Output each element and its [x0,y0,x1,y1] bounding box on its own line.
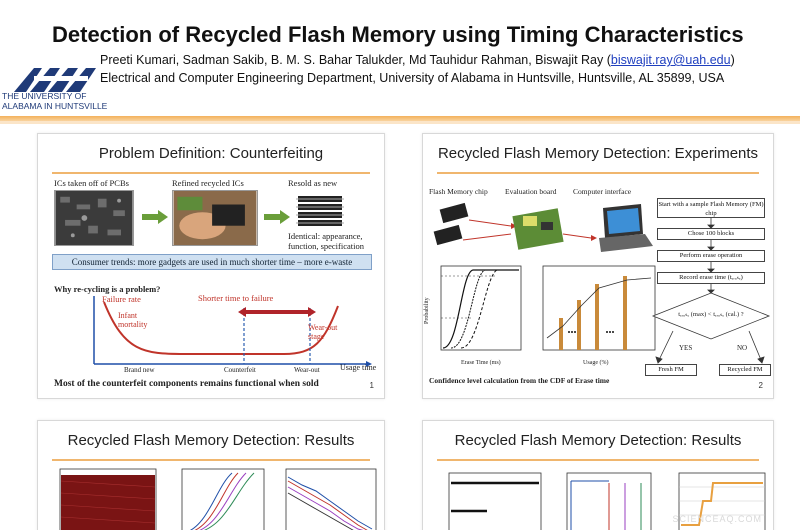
caption-identical: Identical: appearance, [288,231,363,241]
chip-stack-icon [296,196,344,226]
watermark: SCIENCEAQ.COM [672,514,762,524]
header-divider [0,116,800,121]
mortality-label: mortality [118,320,148,329]
panel-title-underline [437,172,759,174]
flow-decision: tₑᵣₐₛₑ (max) < tₑᵣₐₛₑ (cal.) ? [678,311,744,318]
results-chart-6 [678,472,766,530]
stage-label: stage [308,332,325,341]
panel-experiments: Recycled Flash Memory Detection: Experim… [422,133,774,399]
probability-axis-label: Probability [424,297,430,324]
panel-title: Recycled Flash Memory Detection: Experim… [437,145,759,162]
results-chart-4 [448,472,542,530]
experiment-setup-illustration [433,202,653,252]
decision-yes: YES [679,344,693,352]
confidence-level-chart [542,265,656,351]
panel-problem-definition: Problem Definition: Counterfeiting ICs t… [37,133,385,399]
logo-text-line2: ALABAMA IN HUNTSVILLE [2,101,108,111]
panel-title-underline [52,459,370,461]
slide-number: 1 [369,381,374,390]
confidence-caption: Confidence level calculation from the CD… [429,376,610,385]
brand-new-label: Brand new [124,366,155,374]
results-chart-5 [566,472,652,530]
refined-ics-photo [172,190,258,246]
erase-time-cdf-chart [440,265,522,351]
green-arrow-icon [142,210,168,224]
result-recycled-fm: Recycled FM [719,364,771,376]
caption-ics-off: ICs taken off of PCBs [54,178,129,188]
computer-interface-label: Computer interface [573,187,632,196]
counterfeit-note: Most of the counterfeit components remai… [54,379,319,389]
eval-board-label: Evaluation board [505,187,557,196]
usage-axis-label: Usage (%) [583,360,609,366]
shorter-time-label: Shorter time to failure [198,293,274,303]
panel-title: Problem Definition: Counterfeiting [98,145,324,162]
flash-chip-label: Flash Memory chip [429,187,488,196]
infant-label: Infant [118,311,138,320]
authors-end: ) [730,53,735,67]
pcb-scrap-photo [54,190,134,246]
wearout-label: Wear-out [308,323,338,332]
usage-time-label: Usage time [340,363,377,372]
slide-number: 2 [758,381,763,390]
why-recycling-label: Why re-cycling is a problem? [54,284,161,294]
panel-title: Recycled Flash Memory Detection: Results [67,432,355,449]
caption-resold: Resold as new [288,178,338,188]
green-arrow-icon [264,210,290,224]
header-divider-light [0,121,800,124]
panel-title-underline [437,459,759,461]
results-chart-1 [59,468,157,530]
failure-rate-label: Failure rate [102,294,141,304]
flow-step-start: Start with a sample Flash Memory (FM) ch… [657,198,765,218]
result-fresh-fm: Fresh FM [645,364,697,376]
wear-out-axis-label: Wear-out [294,366,320,374]
consumer-trends-banner: Consumer trends: more gadgets are used i… [52,254,372,270]
panel-results-right: Recycled Flash Memory Detection: Results [422,420,774,530]
flowchart-connectors [651,218,771,364]
caption-refined: Refined recycled ICs [172,178,244,188]
bathtub-curve-chart [93,296,372,367]
decision-no: NO [737,344,748,352]
panel-title-underline [52,172,370,174]
department-line: Electrical and Computer Engineering Depa… [100,71,725,85]
panel-results-left: Recycled Flash Memory Detection: Results [37,420,385,530]
panel-title: Recycled Flash Memory Detection: Results [454,432,742,449]
erase-time-axis-label: Erase Time (ms) [461,360,501,366]
poster-title: Detection of Recycled Flash Memory using… [52,22,744,47]
poster-header: Detection of Recycled Flash Memory using… [0,0,800,118]
counterfeit-label: Counterfeit [224,366,256,374]
author-list: Preeti Kumari, Sadman Sakib, B. M. S. Ba… [100,53,735,67]
logo-text: THE UNIVERSITY OF ALABAMA IN HUNTSVILLE [2,91,107,111]
email-link[interactable]: biswajit.ray@uah.edu [610,53,731,67]
uah-logo [14,68,96,92]
results-chart-2 [181,468,265,530]
results-chart-3 [285,468,377,530]
logo-text-line1: THE UNIVERSITY OF [2,91,87,101]
caption-identical-2: function, specification [288,241,365,251]
authors-text: Preeti Kumari, Sadman Sakib, B. M. S. Ba… [100,53,611,67]
